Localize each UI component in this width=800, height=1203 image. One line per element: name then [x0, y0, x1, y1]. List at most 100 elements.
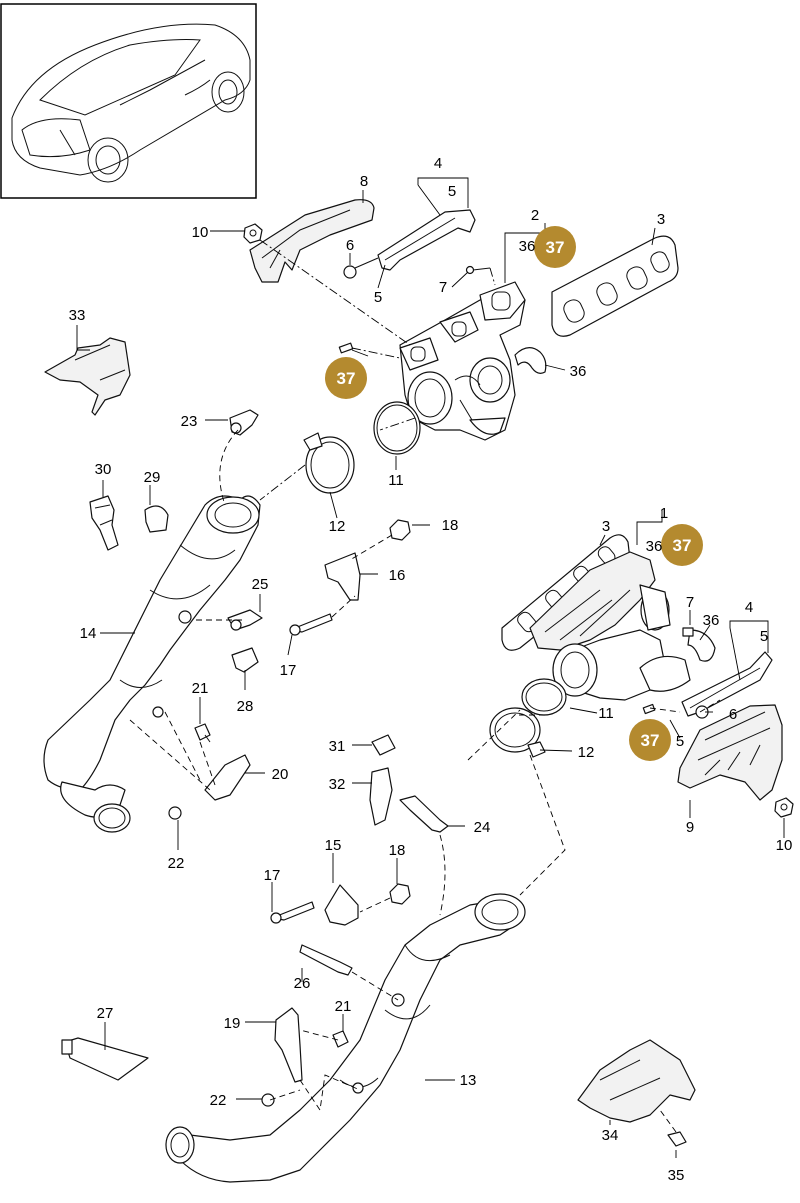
catalytic-converter-part-13	[165, 893, 526, 1183]
callout-18: 18	[442, 517, 459, 534]
clamp-part-12-upper	[303, 432, 355, 494]
callout-36: 36	[519, 238, 536, 255]
callout-4: 4	[745, 599, 753, 616]
callout-7: 7	[439, 279, 447, 296]
nut-part-22-lower	[261, 1093, 275, 1107]
callout-6: 6	[346, 237, 354, 254]
sensor-part-25	[227, 609, 263, 631]
heat-shield-part-8	[249, 199, 375, 283]
callout-10: 10	[776, 837, 793, 854]
lower-turbocharger-assembly	[489, 534, 794, 818]
exhaust-manifold-lower	[529, 551, 656, 651]
callout-15: 15	[325, 837, 342, 854]
callout-10: 10	[192, 224, 209, 241]
bolt-part-21-upper	[194, 723, 211, 743]
heat-shield-part-34	[577, 1039, 696, 1123]
clamp-part-12-lower	[489, 707, 546, 758]
callout-5: 5	[448, 183, 456, 200]
nut-part-10-lower	[774, 797, 794, 818]
clip-part-32	[369, 767, 393, 826]
callout-21: 21	[192, 680, 209, 697]
badge-37-text: 37	[641, 731, 660, 750]
callout-33: 33	[69, 307, 86, 324]
callout-3: 3	[602, 518, 610, 535]
badge-37-upper-left: 37	[325, 357, 367, 399]
bracket-part-15	[324, 884, 359, 926]
callout-24: 24	[474, 819, 491, 836]
bolt-part-6-upper	[343, 257, 379, 279]
clip-part-31	[371, 734, 396, 756]
callout-22: 22	[210, 1092, 227, 1109]
stud-part-7-lower	[682, 627, 694, 637]
callout-28: 28	[237, 698, 254, 715]
nut-part-22-upper	[168, 806, 182, 820]
callout-14: 14	[80, 625, 97, 642]
callout-9: 9	[686, 819, 694, 836]
bracket-part-4-upper	[377, 209, 476, 271]
sensor-part-26	[299, 944, 353, 976]
connection-lines	[129, 239, 721, 1133]
bolt-part-21-lower	[332, 1030, 349, 1048]
callout-36: 36	[703, 612, 720, 629]
oil-line-part-36-upper	[514, 347, 547, 374]
callout-8: 8	[360, 173, 368, 190]
callout-19: 19	[224, 1015, 241, 1032]
callout-26: 26	[294, 975, 311, 992]
catalytic-converter-part-14	[43, 495, 261, 833]
callout-36: 36	[646, 538, 663, 555]
callout-labels: 1 2 3 3 4 4 5 5 5 5 6 6 7 7 8 9 10 10 11…	[69, 155, 793, 1184]
callout-1: 1	[660, 505, 668, 522]
bolt-part-18-upper	[389, 519, 411, 541]
callout-4: 4	[434, 155, 442, 172]
callout-32: 32	[329, 776, 346, 793]
bolt-part-35	[667, 1131, 687, 1147]
callout-13: 13	[460, 1072, 477, 1089]
clip-part-28	[231, 647, 259, 673]
sensor-part-23	[229, 409, 259, 436]
bolt-part-18-lower	[389, 883, 411, 905]
badge-37-text: 37	[673, 536, 692, 555]
callout-35: 35	[668, 1167, 685, 1184]
callout-12: 12	[329, 518, 346, 535]
badge-37-text: 37	[337, 369, 356, 388]
bolt-part-17-upper	[289, 613, 333, 636]
bracket-part-20	[204, 754, 251, 801]
badge-37-upper-right: 37	[534, 226, 576, 268]
callout-25: 25	[252, 576, 269, 593]
callout-29: 29	[144, 469, 161, 486]
callout-12: 12	[578, 744, 595, 761]
callout-5: 5	[676, 733, 684, 750]
callout-5: 5	[374, 289, 382, 306]
heat-shield-part-9	[677, 704, 783, 801]
overview-car-box	[0, 3, 257, 199]
badge-37-lower-top: 37	[661, 524, 703, 566]
callout-3: 3	[657, 211, 665, 228]
callout-11: 11	[388, 472, 404, 489]
leader-lines	[76, 177, 785, 1158]
callout-31: 31	[329, 738, 346, 755]
badge-37-lower-bottom: 37	[629, 719, 671, 761]
callout-2: 2	[531, 207, 539, 224]
callout-23: 23	[181, 413, 198, 430]
bracket-part-19	[274, 1007, 303, 1083]
car-rear-three-quarter-illustration	[11, 23, 251, 183]
callout-36: 36	[570, 363, 587, 380]
callout-17: 17	[264, 867, 281, 884]
bolt-part-17-lower	[270, 901, 315, 924]
callout-21: 21	[335, 998, 352, 1015]
seal-ring-part-11-upper	[373, 401, 421, 455]
clip-part-30	[89, 495, 119, 551]
callout-18: 18	[389, 842, 406, 859]
nut-part-10-upper	[243, 223, 263, 244]
callout-22: 22	[168, 855, 185, 872]
paste-tube-part-27	[61, 1037, 149, 1081]
callout-30: 30	[95, 461, 112, 478]
badge-37-text: 37	[546, 238, 565, 257]
stud-part-7-upper	[465, 265, 491, 275]
callout-5: 5	[760, 628, 768, 645]
callout-34: 34	[602, 1127, 619, 1144]
upper-turbocharger-assembly	[243, 199, 679, 494]
bracket-part-33	[44, 337, 131, 416]
callout-6: 6	[729, 706, 737, 723]
sensor-part-24	[399, 795, 449, 833]
